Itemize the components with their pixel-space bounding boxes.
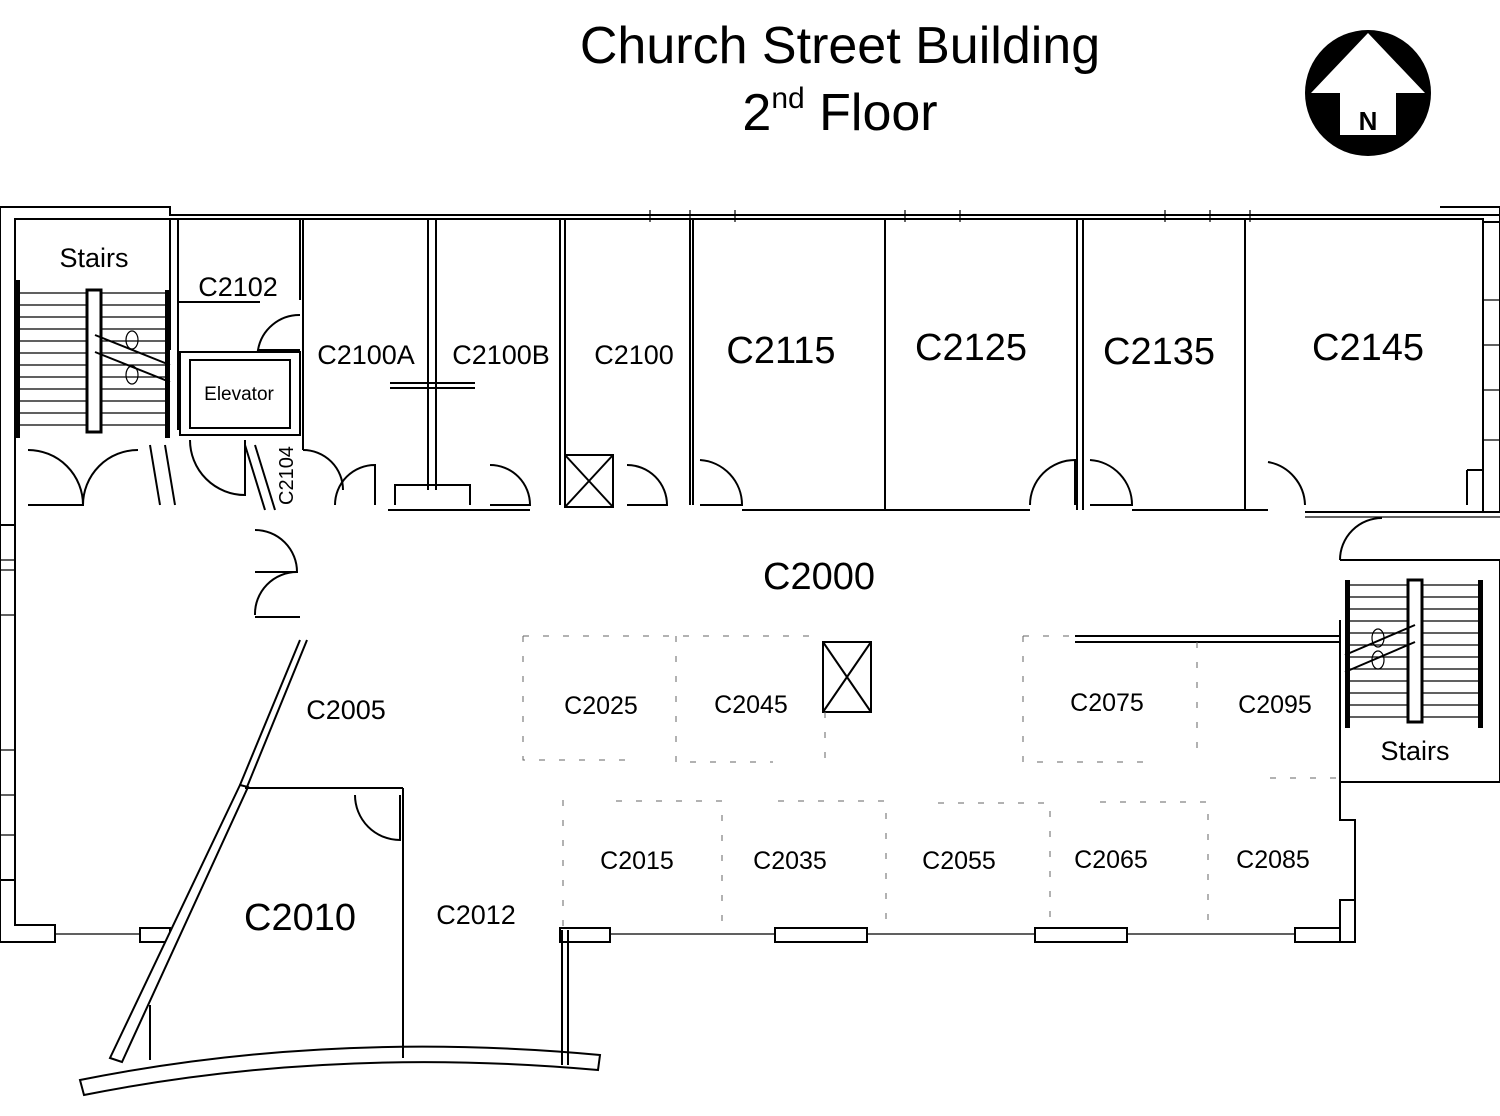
room-label-c2115: C2115	[726, 330, 835, 372]
west-stairs-icon	[15, 280, 171, 438]
elevator-shaft	[179, 351, 301, 436]
room-label-stairs-east: Stairs	[1380, 736, 1449, 766]
room-label-c2005: C2005	[306, 695, 386, 725]
room-label-c2100a: C2100A	[317, 340, 415, 370]
room-label-c2125: C2125	[915, 327, 1027, 369]
room-label-c2010: C2010	[244, 897, 356, 939]
floor-ordinal-suffix: nd	[771, 82, 805, 115]
room-label-c2104: C2104	[276, 446, 298, 505]
room-label-c2102: C2102	[198, 272, 278, 302]
floor-word: Floor	[804, 84, 938, 142]
map-subtitle: 2nd Floor	[0, 82, 1500, 142]
room-label-c2100b: C2100B	[452, 340, 550, 370]
room-label-c2000: C2000	[763, 556, 875, 598]
cubicle-partitions	[522, 635, 1340, 930]
east-stairs-icon	[1344, 578, 1483, 728]
room-label-c2045: C2045	[714, 691, 788, 719]
north-label: N	[1359, 106, 1378, 136]
room-label-c2075: C2075	[1070, 689, 1144, 717]
room-labels: Stairs C2102 C2100A C2100B C2100 C2115 C…	[59, 243, 1449, 939]
map-title: Church Street Building	[579, 17, 1101, 75]
room-label-elevator: Elevator	[204, 384, 274, 405]
room-label-stairs-west: Stairs	[59, 243, 128, 273]
floor-number: 2	[742, 84, 772, 142]
north-partitions	[169, 220, 1500, 518]
room-label-c2085: C2085	[1236, 846, 1310, 874]
interior-walls	[245, 616, 1340, 1065]
exterior-walls	[0, 206, 1500, 1097]
room-label-c2095: C2095	[1238, 691, 1312, 719]
room-label-c2025: C2025	[564, 692, 638, 720]
room-label-c2065: C2065	[1074, 846, 1148, 874]
room-label-c2135: C2135	[1103, 331, 1215, 373]
room-label-c2145: C2145	[1312, 327, 1424, 369]
room-label-c2100: C2100	[594, 340, 674, 370]
north-arrow-icon: N	[1305, 30, 1431, 156]
room-label-c2012: C2012	[436, 900, 516, 930]
door-swings	[27, 313, 1383, 842]
room-label-c2035: C2035	[753, 847, 827, 875]
room-label-c2015: C2015	[600, 847, 674, 875]
room-label-c2055: C2055	[922, 847, 996, 875]
